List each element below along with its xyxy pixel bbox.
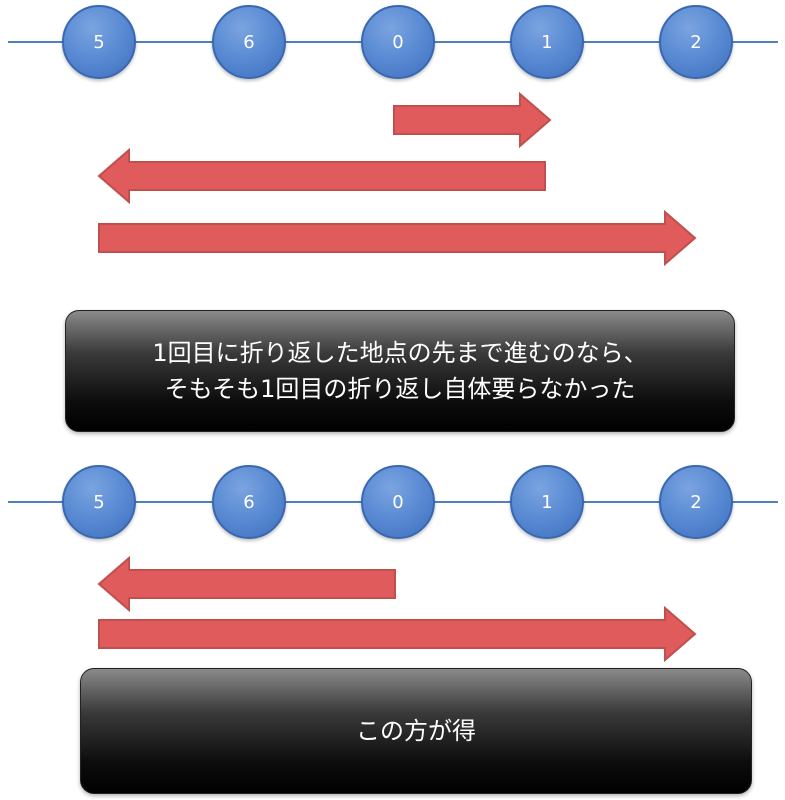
top-node-2: 2 [659, 5, 733, 79]
bottom-node-6: 6 [212, 465, 286, 539]
top-arrow-left [97, 148, 546, 204]
top-node-6: 6 [212, 5, 286, 79]
top-node-5: 5 [62, 5, 136, 79]
top-number-line: 5 6 0 1 2 [0, 2, 785, 82]
top-node-0: 0 [361, 5, 435, 79]
bottom-number-line: 5 6 0 1 2 [0, 462, 785, 542]
top-caption-line-2: そもそも1回目の折り返し自体要らなかった [164, 375, 636, 403]
top-arrow-right-long [98, 210, 697, 266]
bottom-node-0: 0 [361, 465, 435, 539]
bottom-node-1: 1 [510, 465, 584, 539]
top-caption-line-1: 1回目に折り返した地点の先まで進むのなら、 [152, 339, 648, 367]
top-arrow-right-short [393, 92, 552, 148]
bottom-arrow-left [97, 556, 396, 612]
top-node-1: 1 [510, 5, 584, 79]
bottom-node-5: 5 [62, 465, 136, 539]
bottom-caption-banner: この方が得 [80, 668, 752, 794]
bottom-node-2: 2 [659, 465, 733, 539]
top-caption-banner: 1回目に折り返した地点の先まで進むのなら、 そもそも1回目の折り返し自体要らなか… [65, 310, 735, 432]
bottom-caption: この方が得 [356, 717, 476, 745]
bottom-arrow-right [98, 606, 697, 662]
